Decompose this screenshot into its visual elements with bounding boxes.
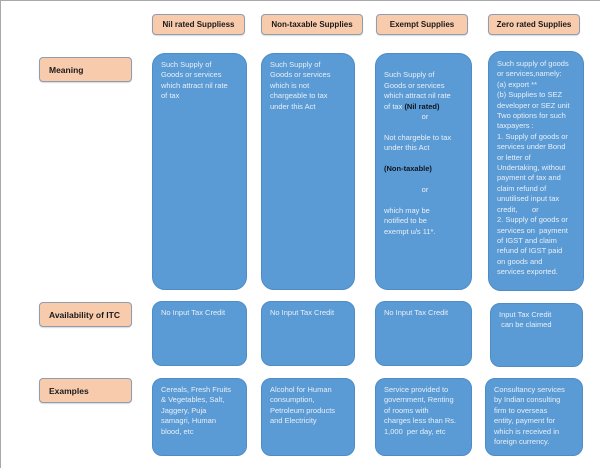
- exempt-meaning-not-chargeable: Not chargeble to tax under this Act: [384, 132, 452, 153]
- itc-box-nil-rated: No Input Tax Credit: [152, 301, 247, 366]
- examples-box-zero-rated: Consultancy services by Indian consultin…: [485, 378, 583, 456]
- itc-box-non-taxable: No Input Tax Credit: [261, 301, 355, 366]
- exempt-meaning-intro: Such Supply of Goods or services which a…: [384, 70, 451, 111]
- meaning-box-zero-rated: Such supply of goods or services,namely:…: [488, 51, 584, 291]
- row-label-meaning: Meaning: [39, 57, 132, 82]
- column-header-non-taxable: Non-taxable Supplies: [261, 14, 363, 35]
- column-header-zero-rated: Zero rated Supplies: [488, 14, 580, 35]
- exempt-meaning-or-1: or: [421, 112, 429, 122]
- itc-box-zero-rated: Input Tax Credit can be claimed: [490, 303, 583, 367]
- examples-box-non-taxable: Alcohol for Human consumption, Petroleum…: [261, 378, 355, 456]
- examples-box-exempt: Service provided to government, Renting …: [375, 378, 472, 456]
- examples-box-nil-rated: Cereals, Fresh Fruits & Vegetables, Salt…: [152, 378, 247, 456]
- exempt-meaning-or-2: or: [421, 184, 429, 194]
- column-header-exempt: Exempt Supplies: [376, 14, 468, 35]
- row-label-examples: Examples: [39, 378, 132, 403]
- row-label-availability-of-itc: Availability of ITC: [39, 302, 132, 327]
- exempt-meaning-nil-rated-term: (Nil rated): [404, 101, 440, 111]
- itc-box-exempt: No Input Tax Credit: [375, 301, 472, 366]
- meaning-box-non-taxable: Such Supply of Goods or services which i…: [261, 53, 355, 290]
- exempt-meaning-notified: which may be notified to be exempt u/s 1…: [384, 205, 436, 236]
- meaning-box-nil-rated: Such Supply of Goods or services which a…: [152, 53, 247, 290]
- exempt-meaning-non-taxable-term: (Non-taxable): [384, 164, 432, 174]
- column-header-nil-rated: Nil rated Suppliess: [152, 14, 245, 35]
- meaning-box-exempt: Such Supply of Goods or services which a…: [375, 53, 472, 290]
